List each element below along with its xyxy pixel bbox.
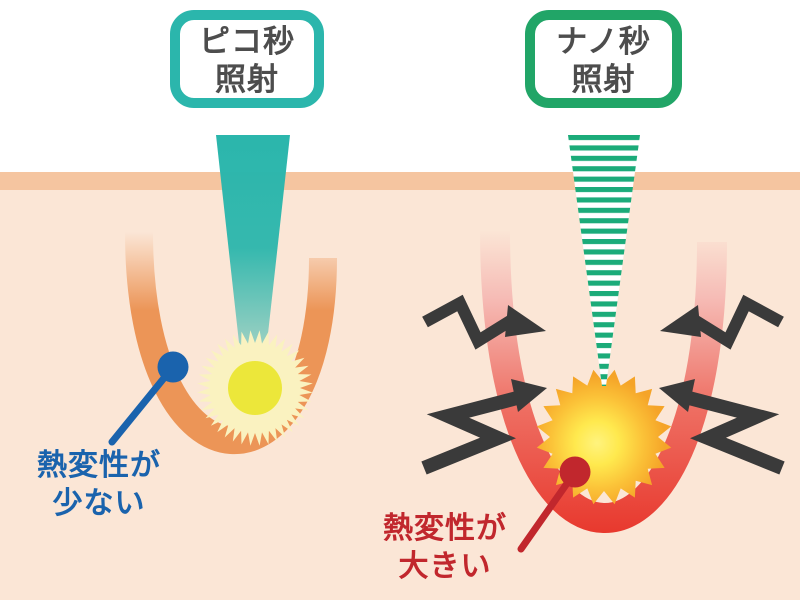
- caption-low-denaturation-line2: 少ない: [52, 487, 146, 520]
- pointer-dot-blue: [157, 351, 189, 383]
- nano-follicle: [480, 229, 727, 533]
- pointer-line-blue: [108, 363, 177, 446]
- caption-high-denaturation-line2: 大きい: [398, 550, 492, 583]
- label-nanosecond: ナノ秒 照射: [525, 10, 682, 108]
- heat-burst-large: [536, 369, 672, 505]
- pico-follicle: [125, 231, 337, 455]
- heat-spot-small: [197, 330, 313, 446]
- pico-laser-beam: [216, 135, 290, 415]
- nano-laser-beam: [568, 135, 640, 386]
- pointer-dot-red: [559, 456, 591, 488]
- label-nanosecond-line2: 照射: [571, 62, 636, 97]
- label-nanosecond-line1: ナノ秒: [556, 24, 651, 59]
- label-picosecond-line1: ピコ秒: [199, 24, 295, 59]
- caption-high-denaturation: 熱変性が 大きい: [365, 510, 525, 586]
- label-picosecond-line2: 照射: [215, 62, 279, 97]
- pointer-line-red: [517, 468, 579, 553]
- caption-high-denaturation-line1: 熱変性が: [383, 512, 507, 545]
- caption-low-denaturation: 熱変性が 少ない: [19, 447, 179, 523]
- label-picosecond: ピコ秒 照射: [170, 10, 324, 108]
- caption-low-denaturation-line1: 熱変性が: [37, 449, 161, 482]
